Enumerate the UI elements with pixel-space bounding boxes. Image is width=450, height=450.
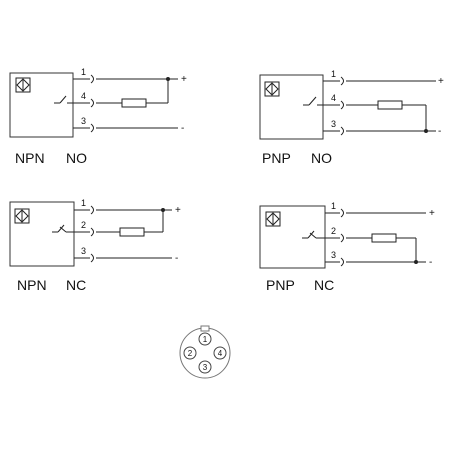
switch-mode-label: NC: [314, 277, 334, 293]
polarity-negative: -: [181, 123, 184, 134]
load-resistor-icon: [371, 233, 397, 243]
contact-arrow-icon: [90, 227, 94, 237]
transistor-type-label: PNP: [262, 150, 291, 166]
switch-nc-icon: [52, 224, 74, 233]
contact-arrow-icon: [90, 123, 94, 133]
transistor-type-label: NPN: [17, 277, 47, 293]
load-resistor-icon: [119, 227, 145, 237]
contact-arrow-icon: [90, 205, 94, 215]
sensor-body: [9, 201, 75, 267]
connector-key-notch: [200, 325, 210, 332]
sensor-body: [9, 72, 74, 138]
junction-dot: [166, 77, 170, 81]
pin-number: 1: [81, 67, 86, 77]
connector-pin-1: 1: [198, 332, 212, 346]
switch-nc-icon: [302, 230, 325, 239]
switch-no-icon: [303, 96, 323, 106]
transistor-type-label: NPN: [15, 150, 45, 166]
pin-number: 3: [331, 250, 336, 260]
load-resistor-icon: [377, 100, 403, 110]
sensor-symbol-icon: [14, 208, 30, 224]
junction-dot: [161, 208, 165, 212]
diagram-pnp-nc: 1 2 3 + - PNP NC: [259, 201, 435, 293]
svg-text:1: 1: [203, 335, 208, 344]
polarity-positive: +: [181, 74, 187, 85]
pin-number: 1: [331, 69, 336, 79]
pin-number: 1: [81, 198, 86, 208]
diagram-npn-no: 1 4 3 + - NPN NO: [9, 67, 187, 166]
contact-arrow-icon: [90, 98, 94, 108]
polarity-negative: -: [429, 257, 432, 268]
sensor-body: [259, 74, 324, 140]
switch-no-icon: [54, 95, 73, 104]
contact-arrow-icon: [340, 76, 344, 86]
pin-number: 3: [81, 116, 86, 126]
contact-arrow-icon: [340, 233, 344, 243]
polarity-negative: -: [175, 253, 178, 264]
contact-arrow-icon: [90, 74, 94, 84]
polarity-positive: +: [429, 208, 435, 219]
pin-number: 3: [331, 119, 336, 129]
pin-number: 4: [331, 93, 336, 103]
polarity-positive: +: [175, 205, 181, 216]
contact-arrow-icon: [340, 257, 344, 267]
connector-pinout: 1 2 3 4: [179, 325, 231, 379]
contact-arrow-icon: [340, 100, 344, 110]
switch-mode-label: NO: [66, 150, 87, 166]
pin-number: 3: [81, 246, 86, 256]
polarity-positive: +: [438, 76, 444, 87]
sensor-symbol-icon: [265, 211, 281, 227]
transistor-type-label: PNP: [266, 277, 295, 293]
sensor-symbol-icon: [15, 77, 31, 93]
connector-pin-2: 2: [183, 346, 197, 360]
svg-text:4: 4: [218, 349, 223, 358]
contact-arrow-icon: [340, 208, 344, 218]
svg-text:3: 3: [203, 363, 208, 372]
pin-number: 2: [331, 226, 336, 236]
sensor-symbol-icon: [264, 81, 280, 97]
contact-arrow-icon: [340, 126, 344, 136]
polarity-negative: -: [438, 126, 441, 137]
connector-pin-3: 3: [198, 360, 212, 374]
diagram-pnp-no: 1 4 3 + - PNP NO: [259, 69, 444, 166]
svg-text:2: 2: [188, 349, 193, 358]
pin-number: 1: [331, 201, 336, 211]
pin-number: 2: [81, 220, 86, 230]
load-resistor-icon: [121, 98, 147, 108]
switch-mode-label: NC: [66, 277, 86, 293]
switch-mode-label: NO: [311, 150, 332, 166]
connector-pin-4: 4: [213, 346, 227, 360]
pin-number: 4: [81, 91, 86, 101]
contact-arrow-icon: [90, 253, 94, 263]
diagram-npn-nc: 1 2 3 + - NPN NC: [9, 198, 181, 293]
